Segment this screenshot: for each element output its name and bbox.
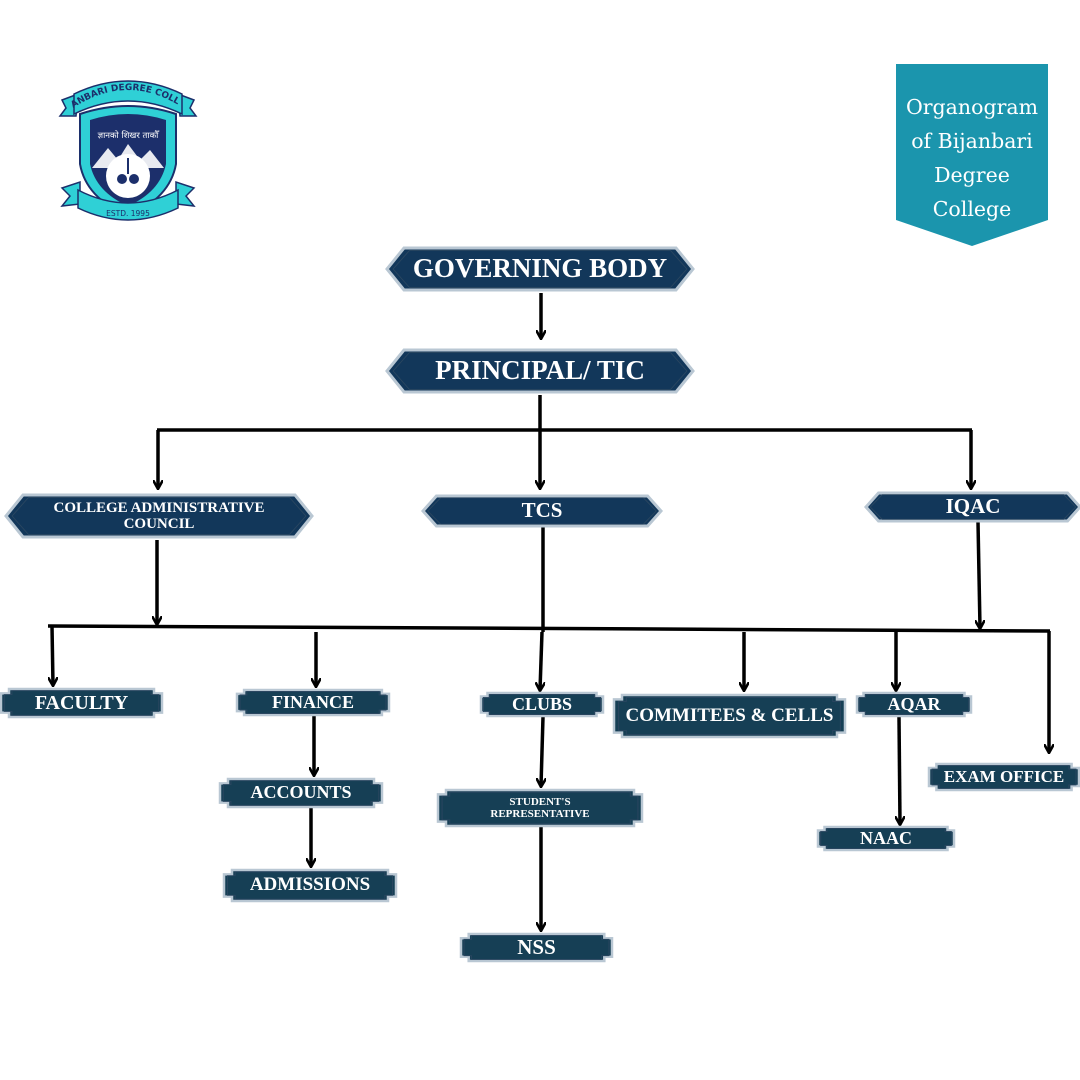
logo-established: ESTD. 1995 — [106, 209, 150, 218]
node-inner-outline — [392, 250, 688, 288]
node-iqac-label: IQAC — [945, 494, 1001, 519]
node-background — [385, 246, 695, 292]
node-admissions: ADMISSIONS — [222, 868, 398, 903]
node-background — [235, 688, 391, 717]
node-shape — [385, 348, 695, 394]
node-shape — [612, 693, 847, 739]
node-inner-outline — [618, 697, 841, 735]
node-background — [385, 348, 695, 394]
node-shape — [459, 932, 614, 963]
node-principal: PRINCIPAL/ TIC — [385, 348, 695, 394]
node-inner-outline — [226, 871, 394, 900]
node-background — [420, 494, 664, 528]
arrow-to-clubs — [540, 631, 542, 690]
node-background — [927, 762, 1080, 792]
node-inner-outline — [931, 765, 1077, 789]
node-inner-outline — [482, 693, 602, 716]
node-finance: FINANCE — [235, 688, 391, 717]
node-clubs: CLUBS — [479, 691, 605, 718]
node-background — [479, 691, 605, 718]
node-shape — [436, 788, 644, 828]
node-shape — [222, 868, 398, 903]
node-background — [855, 691, 973, 718]
node-clubs-label: CLUBS — [511, 693, 573, 714]
node-inner-outline — [11, 497, 307, 535]
node-background — [218, 777, 384, 809]
node-background — [459, 932, 614, 963]
arrow-aqar-to-naac — [899, 716, 900, 824]
node-background — [612, 693, 847, 739]
line-level2-bus — [47, 624, 1051, 633]
node-shape — [4, 493, 314, 539]
logo-motto: ज्ञानको शिखर ताकौँ — [98, 130, 161, 141]
node-inner-outline — [222, 780, 380, 806]
arrow-iqac-to-bus — [978, 521, 980, 628]
node-background — [863, 491, 1080, 523]
node-aqar-label: AQAR — [887, 693, 941, 714]
node-tcs: TCS — [420, 494, 664, 528]
node-inner-outline — [463, 935, 610, 960]
node-shape — [816, 825, 956, 852]
node-shape — [218, 777, 384, 809]
node-shape — [855, 691, 973, 718]
node-student-rep: STUDENT'S REPRESENTATIVE — [436, 788, 644, 828]
banner-shape — [896, 64, 1048, 246]
node-exam-office: EXAM OFFICE — [927, 762, 1080, 792]
node-background — [4, 493, 314, 539]
node-shape — [863, 491, 1080, 523]
node-background — [0, 687, 164, 719]
node-inner-outline — [820, 827, 952, 850]
node-shape — [235, 688, 391, 717]
node-admissions-label: ADMISSIONS — [249, 874, 371, 896]
node-aqar: AQAR — [855, 691, 973, 718]
node-naac-label: NAAC — [860, 827, 912, 848]
node-nss: NSS — [459, 932, 614, 963]
node-governing-body-label: GOVERNING BODY — [412, 253, 668, 284]
node-shape — [927, 762, 1080, 792]
node-inner-outline — [441, 791, 639, 825]
node-principal-label: PRINCIPAL/ TIC — [435, 355, 645, 386]
node-tcs-label: TCS — [521, 498, 563, 523]
node-background — [816, 825, 956, 852]
node-inner-outline — [239, 691, 387, 714]
node-accounts: ACCOUNTS — [218, 777, 384, 809]
node-shape — [0, 687, 164, 719]
node-finance-label: FINANCE — [271, 691, 354, 712]
node-shape — [479, 691, 605, 718]
node-inner-outline — [427, 497, 657, 525]
node-accounts-label: ACCOUNTS — [250, 782, 352, 803]
node-iqac: IQAC — [863, 491, 1080, 523]
node-faculty-label: FACULTY — [34, 692, 129, 714]
node-background — [436, 788, 644, 828]
node-student-rep-label: STUDENT'S REPRESENTATIVE — [490, 795, 590, 820]
node-inner-outline — [392, 352, 688, 390]
title-banner: Organogram of Bijanbari Degree College — [896, 64, 1048, 246]
node-background — [222, 868, 398, 903]
node-admin-council: COLLEGE ADMINISTRATIVE COUNCIL — [4, 493, 314, 539]
node-faculty: FACULTY — [0, 687, 164, 719]
node-governing-body: GOVERNING BODY — [385, 246, 695, 292]
node-shape — [420, 494, 664, 528]
node-committees-label: COMMITEES & CELLS — [625, 704, 834, 726]
node-naac: NAAC — [816, 825, 956, 852]
arrow-to-faculty — [52, 625, 53, 685]
node-nss-label: NSS — [517, 934, 556, 959]
node-admin-council-label: COLLEGE ADMINISTRATIVE COUNCIL — [53, 499, 265, 533]
node-inner-outline — [869, 494, 1077, 520]
organogram-title: Organogram of Bijanbari Degree College — [905, 95, 1039, 221]
college-logo: BIJANBARI DEGREE COLLEGE ज्ञानको शिखर ता… — [54, 69, 198, 226]
node-shape — [385, 246, 695, 292]
node-exam-office-label: EXAM OFFICE — [943, 766, 1065, 786]
node-inner-outline — [3, 690, 160, 716]
node-committees: COMMITEES & CELLS — [612, 693, 847, 739]
node-inner-outline — [858, 693, 970, 716]
arrow-clubs-to-student-rep — [541, 716, 543, 786]
